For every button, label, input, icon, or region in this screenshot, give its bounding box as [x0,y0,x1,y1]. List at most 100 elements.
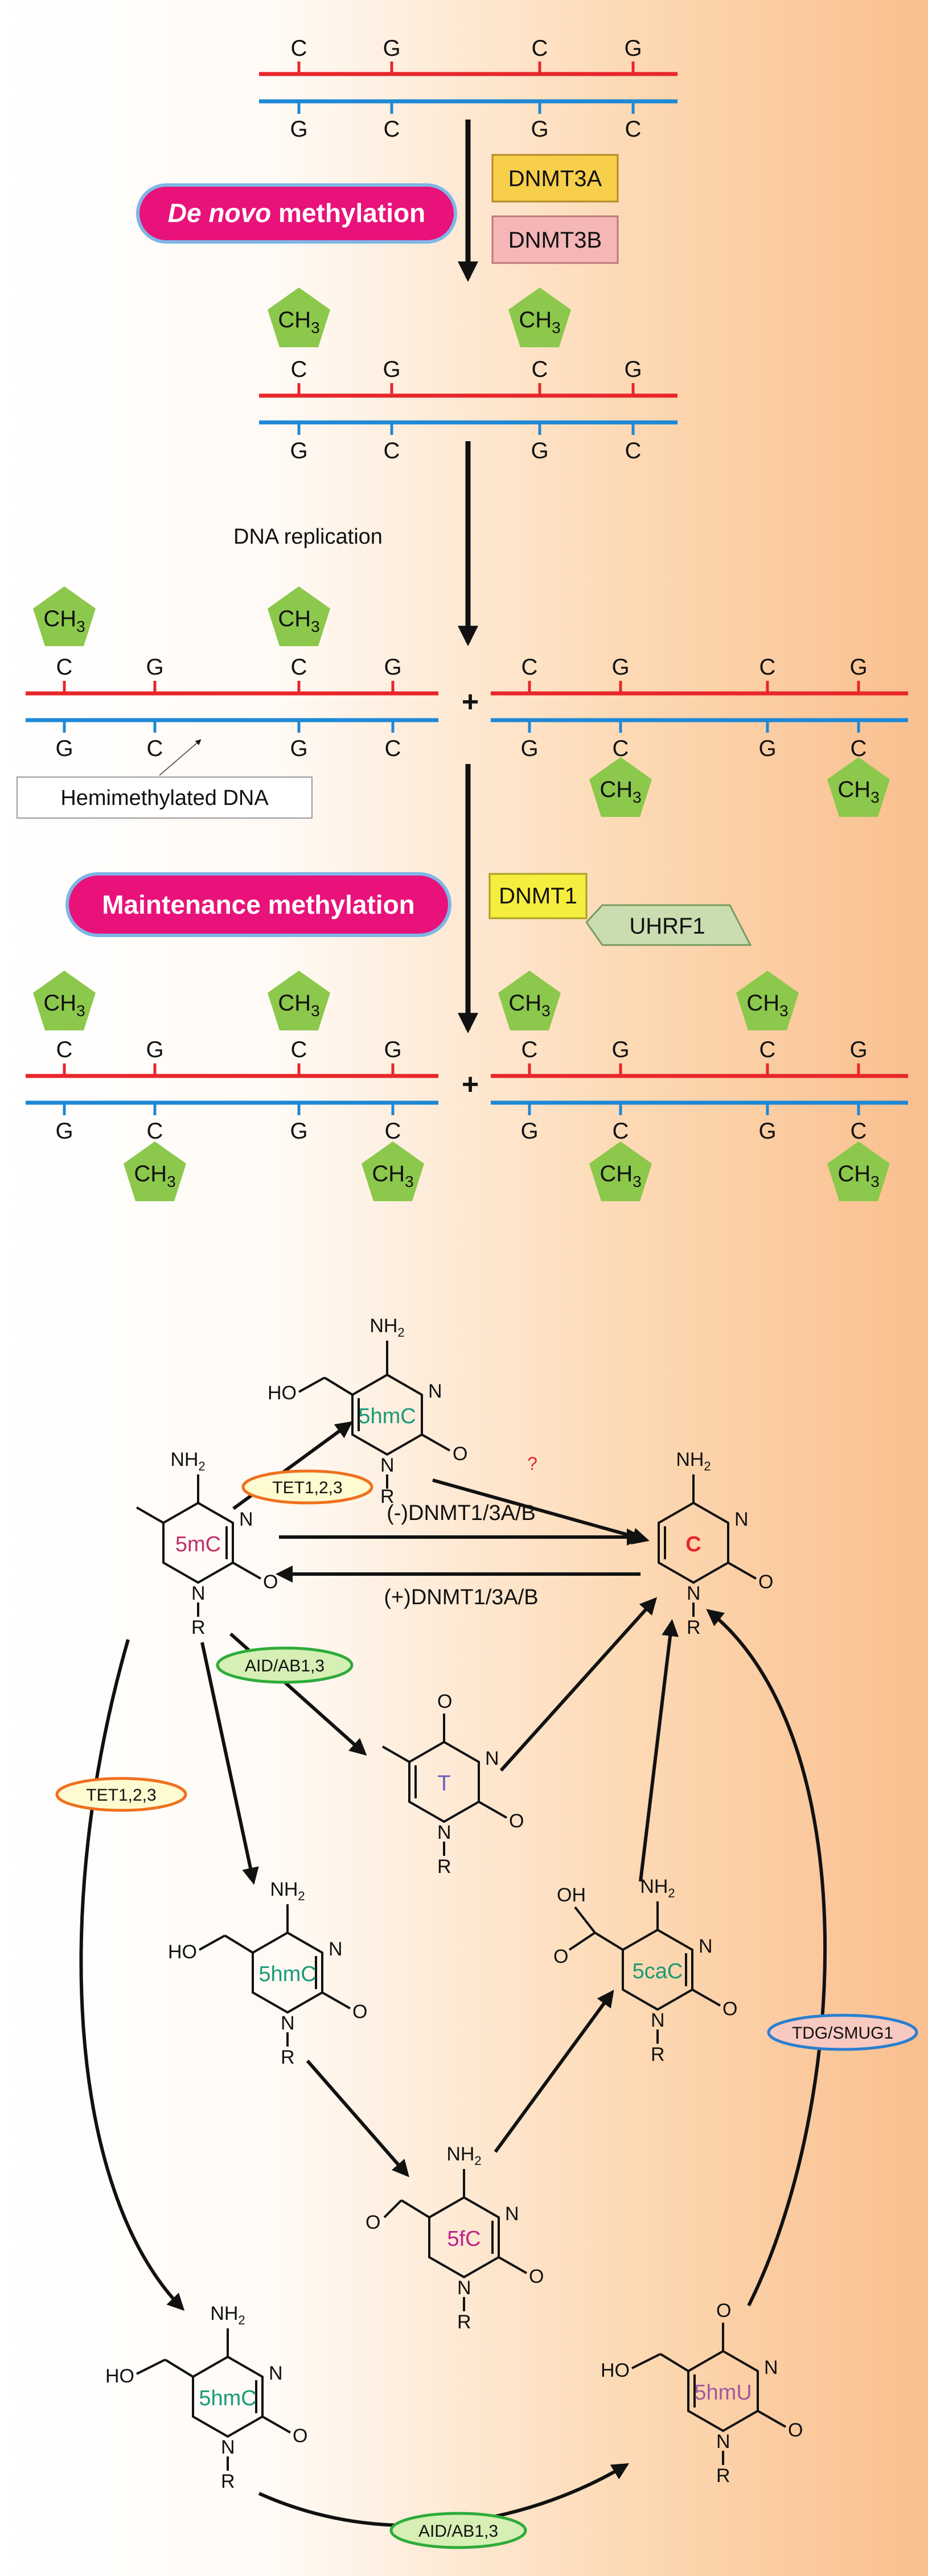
base: C [532,36,548,61]
ch3-sub: 3 [76,618,85,635]
atom: N [191,1583,206,1604]
base: G [611,1037,629,1062]
svg-text:CH3: CH3 [599,1161,641,1190]
atom: N [281,2012,295,2034]
molecule-5hmu: O N N O R HO 5hmU [601,2300,803,2487]
hemimethylated-label: Hemimethylated DNA [60,786,269,810]
atom: OH [557,1884,586,1906]
unknown-step-label: ? [527,1453,537,1474]
atom-sub: 2 [238,2313,245,2327]
atom: N [329,1938,343,1960]
atom: O [509,1810,524,1832]
atom: NH [640,1876,668,1897]
atom: N [699,1936,713,1957]
aid-label: AID/AB1,3 [245,1657,325,1675]
atom: R [380,1486,395,1507]
atom: O [263,1571,278,1593]
arrow-5mc-to-5hmc-mid [200,1642,259,1885]
tet-label-2: TET1,2,3 [86,1786,156,1805]
base: G [849,1037,867,1062]
dna-row-1: C G C G G C G C [259,36,677,142]
atom-sub: 2 [704,1459,711,1473]
dna-row-4-left: CH3 CH3 C G C G G C G C CH3 CH3 [26,971,438,1201]
atom-sub: 2 [474,2154,481,2168]
de-novo-rest: methylation [271,198,425,228]
atom: N [505,2203,519,2225]
atom: N [485,1748,499,1769]
ch3-sub: 3 [779,1002,789,1020]
ch3-label: CH [278,307,311,332]
base: G [849,655,867,680]
uhrf1-box: UHRF1 [585,904,752,946]
molecule-5fc: NH2 O N N O R 5fC [366,2143,544,2333]
dna-replication-label: DNA replication [233,525,383,549]
base: G [531,438,548,463]
svg-text:CH3: CH3 [278,307,319,336]
atom: N [687,1583,701,1604]
base: G [146,655,163,680]
label-5mc: 5mC [175,1533,221,1556]
atom: O [722,1998,737,2020]
base: G [758,1119,776,1144]
molecule-5mc: NH2 N N O R 5mC [136,1449,278,1638]
methylation-label: (+)DNMT1/3A/B [384,1585,538,1609]
atom: R [716,2465,730,2487]
ch3-label: CH [372,1161,405,1186]
base: C [291,1037,307,1062]
label-5hmu: 5hmU [694,2381,752,2405]
atom: N [269,2363,283,2384]
base: C [522,1037,538,1062]
atom: N [764,2357,778,2378]
atom: NH [446,2143,474,2165]
atom-sub: 2 [198,1459,205,1473]
tet-oval [241,1469,373,1505]
ch3-sub: 3 [870,1173,880,1190]
ch3-sub: 3 [633,788,642,806]
base: G [384,1037,401,1062]
dnmt3b-label: DNMT3B [508,228,602,253]
tet-label: TET1,2,3 [272,1478,342,1497]
ch3-label: CH [746,991,779,1016]
atom: R [457,2311,471,2333]
ch3-label: CH [508,991,541,1016]
base: C [385,1119,401,1144]
label-5hmc: 5hmC [258,1962,316,1986]
atom-sub: 2 [668,1886,675,1900]
dna-row-2: CH3 CH3 C G C G G C G C [259,287,677,463]
atom: O [453,1443,467,1465]
base: C [625,117,642,142]
base: G [384,655,401,680]
plus-sign: + [462,1068,479,1101]
svg-text:CH3: CH3 [43,606,85,635]
base: G [611,655,629,680]
base: C [385,736,401,761]
plus-sign: + [462,685,479,718]
svg-text:NH2: NH2 [170,1449,205,1473]
base: C [291,655,307,680]
atom: R [221,2471,235,2492]
ch3-sub: 3 [405,1173,414,1190]
molecule-5cac: NH2 OH O N N O R 5caC [553,1876,737,2065]
atom-sub: 2 [298,1889,305,1903]
svg-text:NH2: NH2 [676,1449,711,1473]
base: C [759,1037,776,1062]
atom: O [293,2425,307,2447]
atom: O [529,2266,544,2287]
arrow-5hmu-to-c [706,1609,827,2307]
svg-text:CH3: CH3 [43,991,85,1020]
base: C [56,655,73,680]
base: C [532,357,548,382]
atom: NH [369,1315,397,1337]
atom: R [687,1617,701,1638]
base: C [147,1119,163,1144]
base: C [625,438,642,463]
atom: NH [170,1449,198,1470]
svg-text:CH3: CH3 [599,777,641,806]
molecule-5hmc-mid: NH2 N N O R HO 5hmC [168,1879,367,2068]
base: C [56,1037,73,1062]
base: G [520,1119,538,1144]
aid-oval [216,1646,354,1684]
svg-text:CH3: CH3 [837,1161,879,1190]
atom: O [716,2300,731,2322]
